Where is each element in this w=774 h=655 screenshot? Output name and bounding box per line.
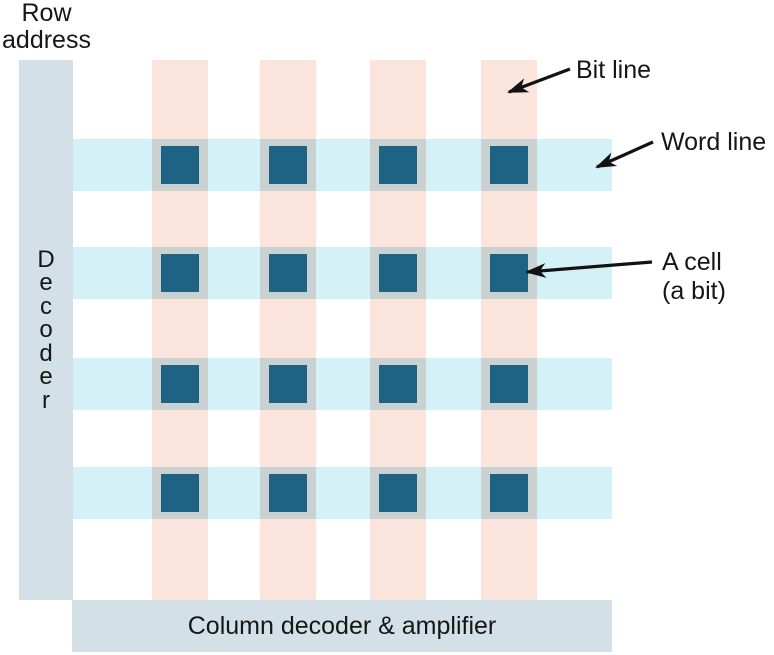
cell-label-line1: A cell xyxy=(662,248,722,276)
memory-cell xyxy=(490,474,528,512)
memory-cell xyxy=(269,365,307,403)
word-line-label: Word line xyxy=(661,128,767,156)
memory-cell xyxy=(490,254,528,292)
memory-cell xyxy=(161,365,199,403)
row-address-line1: Row xyxy=(21,0,72,27)
row-address-line2: address xyxy=(2,26,91,54)
cell-label-line2: (a bit) xyxy=(662,277,726,305)
memory-cell xyxy=(490,365,528,403)
memory-cell xyxy=(269,146,307,184)
memory-cell xyxy=(269,474,307,512)
column-decoder-bar: Column decoder & amplifier xyxy=(72,600,612,652)
memory-cell xyxy=(379,146,417,184)
cell-label: A cell (a bit) xyxy=(662,248,726,306)
memory-cell xyxy=(161,146,199,184)
bit-line-label: Bit line xyxy=(576,56,652,84)
row-decoder-bar: D e c o d e r xyxy=(19,60,73,600)
column-decoder-label: Column decoder & amplifier xyxy=(187,611,497,640)
memory-cell xyxy=(379,254,417,292)
decoder-label: D e c o d e r xyxy=(37,245,55,414)
memory-cell xyxy=(379,365,417,403)
memory-cell xyxy=(161,254,199,292)
row-address-label: Row address xyxy=(0,0,93,54)
memory-cell xyxy=(490,146,528,184)
memory-cell xyxy=(269,254,307,292)
memory-cell xyxy=(379,474,417,512)
memory-cell xyxy=(161,474,199,512)
